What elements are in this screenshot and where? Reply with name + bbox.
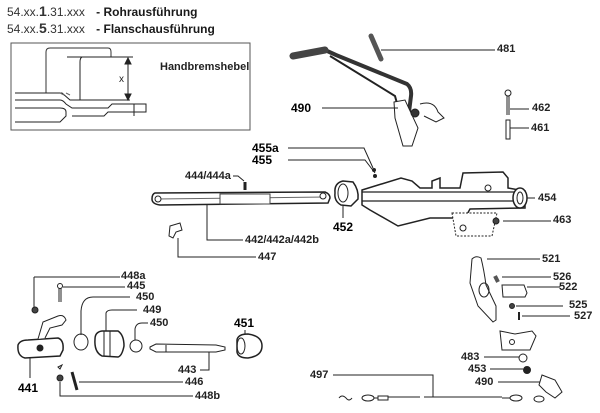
part-522-block [501,284,528,298]
part-497-cable [338,394,545,403]
part-label-446: 446 [185,376,204,388]
part-label-451: 451 [234,316,255,330]
dimension-x-label: x [119,74,124,85]
coupling-housing [361,171,526,237]
part-label-490: 490 [291,101,312,115]
part-label-447: 447 [258,251,277,263]
part-448b-nut [56,374,64,382]
part-label-448a: 448a [121,270,146,282]
leader-448b [59,382,193,397]
part-bracket-small [57,363,64,370]
part-443-shaft [149,343,226,353]
part-label-481: 481 [497,43,516,55]
leader-449 [105,309,137,331]
part-449-bellows [94,330,125,358]
part-label-455a: 455a [252,141,279,155]
part-461-pin [505,119,511,140]
part-label-453: 453 [468,363,487,375]
part-label-526: 526 [553,271,572,283]
part-453-nut [523,366,531,374]
part-label-441: 441 [18,381,39,395]
variant-code: 54.xx.5.31.xxx [7,20,85,36]
inset-title: Handbremshebel [160,61,250,73]
part-label-448b: 448b [195,390,221,402]
leader-450a [80,296,130,335]
part-label-449: 449 [143,304,162,316]
part-463-nut [492,217,500,225]
leader-455a [288,147,374,169]
leader-448a [33,276,120,308]
part-446-pin [70,371,79,391]
part-451-cap [236,333,263,359]
part-481-pin [368,33,384,62]
part-label-442: 442/442a/442b [245,234,320,246]
part-490-bracket [538,374,563,399]
part-447-clip [168,222,183,239]
part-448a-nut [31,306,39,314]
part-label-462: 462 [532,102,551,114]
part-445-bolt [58,287,62,302]
drawbar-tube [151,182,331,206]
variant-description: - Flanschausführung [96,22,215,36]
leader-455 [288,159,376,174]
variant-line-flange: 54.xx.5.31.xxx - Flanschausführung [7,20,215,36]
part-450-ring-b [129,339,143,353]
part-label-525: 525 [569,299,588,311]
part-label-527: 527 [574,310,593,322]
leader-444 [233,175,245,182]
variant-code: 54.xx.1.31.xxx [7,3,85,19]
leader-450b [134,322,148,340]
part-454-ring [512,187,528,209]
part-483-washer [518,353,528,363]
handbrake-lever [289,46,445,147]
part-label-444: 444/444a [185,170,231,182]
part-label-455: 455 [252,153,273,167]
leader-442 [206,205,243,241]
inset-handbrake-detail [10,42,251,131]
leader-497 [333,374,434,397]
part-462-bolt [504,89,512,115]
part-label-445: 445 [127,280,146,292]
part-label-461: 461 [531,122,550,134]
part-441-coupling-head [17,315,67,359]
part-brake-plate [499,330,537,351]
part-521-lever [469,256,497,323]
variant-description: - Rohrausführung [96,5,198,19]
part-label-454: 454 [538,192,557,204]
part-525-washer [509,303,515,309]
part-label-497: 497 [310,369,329,381]
leader-443 [200,352,210,371]
part-label-443: 443 [178,364,197,376]
part-label-522: 522 [559,281,578,293]
part-label-463: 463 [553,214,572,226]
leader-447 [177,238,256,258]
part-526-pin [493,275,500,283]
part-label-452: 452 [333,220,354,234]
variant-line-tube: 54.xx.1.31.xxx - Rohrausführung [7,3,198,19]
part-452-ring [334,180,359,207]
part-label-490-bottom: 490 [475,376,494,388]
part-label-521: 521 [542,253,561,265]
part-label-450a: 450 [136,291,155,303]
part-label-483: 483 [461,351,480,363]
part-label-450b: 450 [150,317,169,329]
part-450-ring-a [73,333,89,351]
